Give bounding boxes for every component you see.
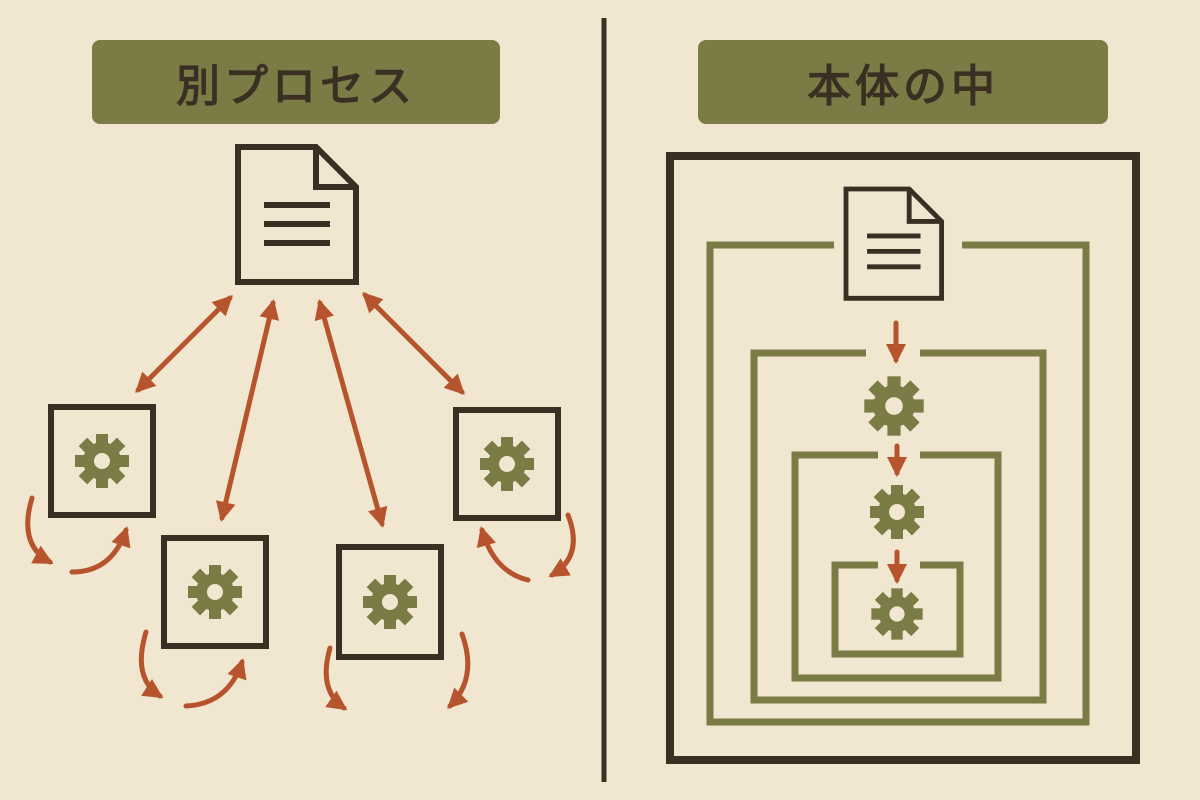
- process-box-3: [336, 544, 444, 660]
- gear-icon: [363, 575, 417, 629]
- document-icon: [846, 189, 942, 298]
- nested-scope-1: [706, 241, 1090, 726]
- gear-icon: [871, 588, 923, 640]
- gear-icon: [188, 565, 242, 619]
- gear-icon: [75, 434, 129, 488]
- host-container: [666, 152, 1140, 764]
- nested-scope-4: [831, 561, 964, 658]
- left-panel-title-box: 別プロセス: [92, 40, 500, 124]
- loop-arrow: [25, 495, 54, 565]
- bidirectional-arrow-1: [135, 295, 233, 393]
- right-panel-title: 本体の中: [807, 61, 999, 112]
- document-icon: [238, 147, 356, 282]
- right-panel-title-box: 本体の中: [698, 40, 1108, 124]
- loop-arrow: [69, 526, 131, 575]
- bidirectional-arrow-3: [314, 299, 388, 528]
- left-panel-title: 別プロセス: [176, 61, 416, 112]
- loop-arrow: [447, 631, 471, 709]
- loop-arrow: [138, 629, 164, 699]
- bidirectional-arrow-2: [215, 299, 280, 522]
- loop-arrow: [323, 645, 348, 711]
- nested-scope-3: [791, 451, 1002, 682]
- process-box-2: [161, 535, 269, 649]
- gear-icon: [870, 485, 924, 539]
- gear-icon: [480, 437, 534, 491]
- loop-arrow: [183, 658, 247, 709]
- loop-arrow: [548, 512, 576, 578]
- process-box-4: [453, 407, 561, 521]
- bidirectional-arrow-4: [362, 292, 465, 395]
- nested-scope-2: [750, 349, 1047, 704]
- gear-icon: [864, 376, 924, 436]
- loop-arrow: [476, 526, 531, 583]
- process-box-1: [48, 404, 156, 518]
